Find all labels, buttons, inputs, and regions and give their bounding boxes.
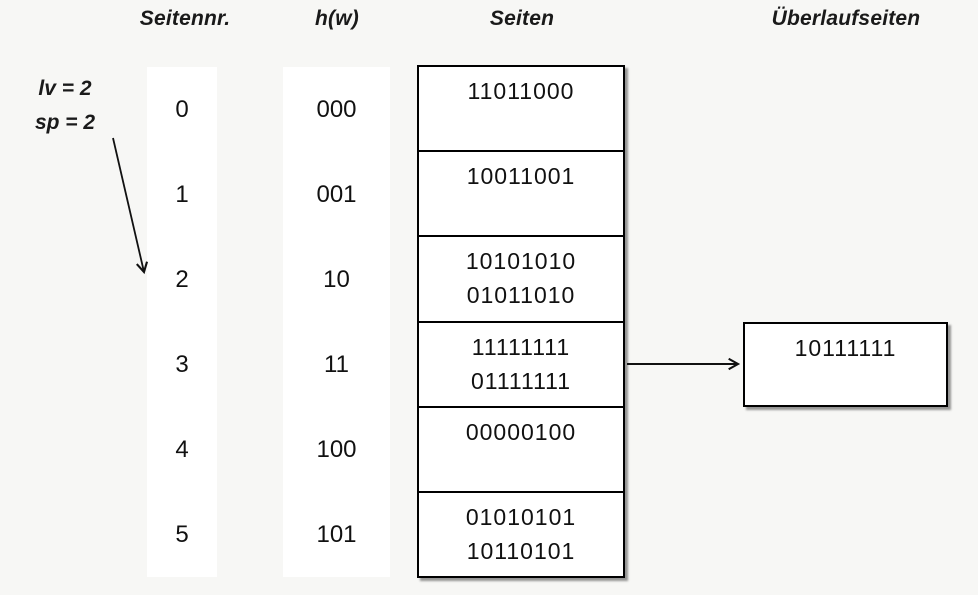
page-entry <box>419 108 623 142</box>
header-overflow-pages: Überlaufseiten <box>771 7 921 30</box>
overflow-page-box: 10111111 <box>743 322 948 407</box>
page-entry: 01011010 <box>466 282 576 309</box>
page-entry: 01111111 <box>470 367 572 394</box>
page-entry: 10110101 <box>466 537 576 564</box>
page-entry: 11011000 <box>467 78 575 104</box>
page-number: 5 <box>175 520 189 548</box>
page-number-column: 0 1 2 3 4 5 <box>147 67 217 577</box>
page-cell-1: 10011001 <box>419 152 623 238</box>
page-number: 1 <box>175 180 189 208</box>
hash-value-column: 000 001 10 11 100 101 <box>283 67 390 577</box>
page-entry: 10011001 <box>466 163 576 190</box>
page-number: 0 <box>175 95 189 123</box>
page-number: 2 <box>175 265 189 293</box>
hash-value: 100 <box>316 435 357 463</box>
page-cell-0: 11011000 <box>419 67 623 153</box>
page-entry <box>419 193 623 227</box>
page-cell-3: 11111111 01111111 <box>419 323 623 408</box>
level-value: lv = 2 <box>38 77 92 100</box>
page-entry <box>419 449 623 483</box>
split-pointer-value: sp = 2 <box>34 111 96 134</box>
page-cell-5: 01010101 10110101 <box>419 493 623 576</box>
header-page-number: Seitennr. <box>139 7 231 30</box>
page-number: 3 <box>175 350 189 378</box>
hash-value: 11 <box>324 350 349 378</box>
page-entry: 00000100 <box>465 418 577 445</box>
hash-value: 101 <box>316 520 357 548</box>
hash-value: 10 <box>323 265 350 293</box>
overflow-entry: 10111111 <box>794 335 897 361</box>
page-entry: 10101010 <box>465 248 577 275</box>
page-cell-4: 00000100 <box>419 408 623 493</box>
header-pages: Seiten <box>489 7 555 30</box>
hash-value: 000 <box>316 95 357 123</box>
state-annotation: lv = 2 sp = 2 <box>15 72 115 140</box>
hash-value: 001 <box>316 180 357 208</box>
page-cell-2: 10101010 01011010 <box>419 237 623 323</box>
page-entry: 01010101 <box>465 503 577 530</box>
pages-table: 11011000 10011001 10101010 01011010 1111… <box>417 65 625 578</box>
page-entry: 11111111 <box>471 333 571 360</box>
page-number: 4 <box>175 435 189 463</box>
arrow-split-pointer-to-page-2 <box>112 137 149 275</box>
header-hash-function: h(w) <box>315 7 359 30</box>
